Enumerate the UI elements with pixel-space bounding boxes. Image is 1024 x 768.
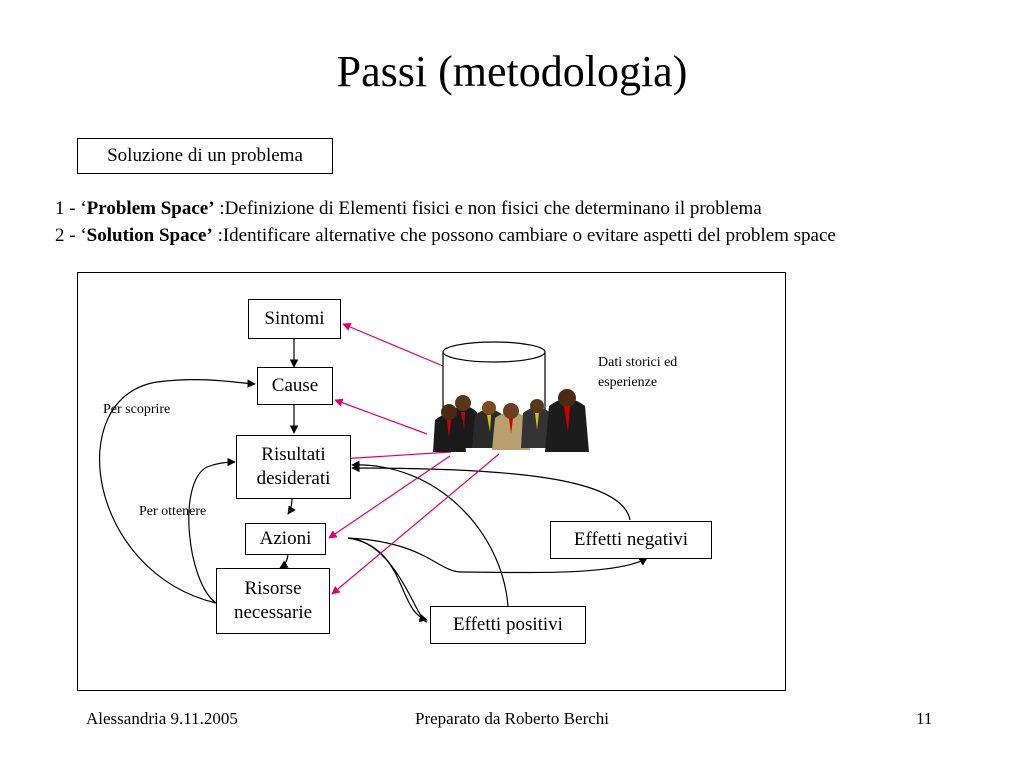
node-cause: Cause bbox=[257, 367, 333, 405]
arrow-per-ottenere bbox=[188, 457, 236, 604]
diagram-canvas bbox=[77, 272, 786, 691]
methodology-diagram: Sintomi Cause Risultati desiderati Azion… bbox=[77, 272, 786, 691]
pink-arrow-sintomi bbox=[342, 323, 444, 367]
label-per-ottenere: Per ottenere bbox=[139, 504, 207, 519]
node-sintomi: Sintomi bbox=[248, 299, 341, 339]
pink-arrow-risorse bbox=[331, 453, 500, 595]
arrow-positivi-risultati bbox=[351, 460, 509, 607]
step-1-text: :Definizione di Elementi fisici e non fi… bbox=[214, 198, 762, 219]
label-dati-storici-line2: esperienze bbox=[598, 375, 658, 390]
arrow-azioni-risorse bbox=[279, 552, 289, 569]
step-2-text: :Identificare alternative che possono ca… bbox=[212, 225, 836, 246]
arrow-risultati-azioni bbox=[287, 497, 296, 515]
arrow-azioni-negativi bbox=[347, 537, 648, 574]
arrow-azioni-positivi-a bbox=[347, 537, 428, 623]
subtitle-box: Soluzione di un problema bbox=[77, 138, 333, 174]
step-1-prefix: 1 - ‘ bbox=[55, 198, 87, 219]
step-1: 1 - ‘Problem Space’ :Definizione di Elem… bbox=[55, 196, 762, 222]
step-2: 2 - ‘Solution Space’ :Identificare alter… bbox=[55, 223, 836, 249]
node-effetti-positivi: Effetti positivi bbox=[430, 606, 586, 644]
node-azioni: Azioni bbox=[245, 523, 326, 555]
node-risultati-line1: Risultati bbox=[261, 444, 326, 465]
step-2-prefix: 2 - ‘ bbox=[55, 225, 87, 246]
node-risultati-line2: desiderati bbox=[256, 468, 331, 489]
slide-title: Passi (metodologia) bbox=[336, 47, 688, 96]
node-risorse-necessarie: Risorse necessarie bbox=[216, 568, 330, 634]
step-1-term: Problem Space’ bbox=[86, 198, 215, 219]
database-cylinder-icon bbox=[442, 341, 546, 433]
footer-date: Alessandria 9.11.2005 bbox=[86, 709, 238, 728]
label-per-scoprire: Per scoprire bbox=[103, 402, 171, 417]
pink-arrow-cause bbox=[334, 398, 428, 435]
pink-arrow-azioni bbox=[328, 455, 451, 539]
arrow-negativi-risultati bbox=[351, 463, 631, 521]
diagram-frame bbox=[77, 272, 786, 691]
footer-page-number: 11 bbox=[916, 709, 933, 728]
label-dati-storici-line1: Dati storici ed bbox=[598, 355, 678, 370]
arrow-per-scoprire bbox=[99, 378, 256, 604]
node-risorse-line1: Risorse bbox=[244, 578, 302, 599]
node-risorse-line2: necessarie bbox=[233, 602, 313, 623]
business-people-clipart bbox=[433, 389, 589, 452]
arrow-azioni-positivi bbox=[347, 537, 428, 623]
node-risultati-desiderati: Risultati desiderati bbox=[236, 435, 351, 499]
step-2-term: Solution Space’ bbox=[86, 225, 213, 246]
node-effetti-negativi: Effetti negativi bbox=[550, 521, 712, 559]
footer-author: Preparato da Roberto Berchi bbox=[414, 709, 609, 728]
